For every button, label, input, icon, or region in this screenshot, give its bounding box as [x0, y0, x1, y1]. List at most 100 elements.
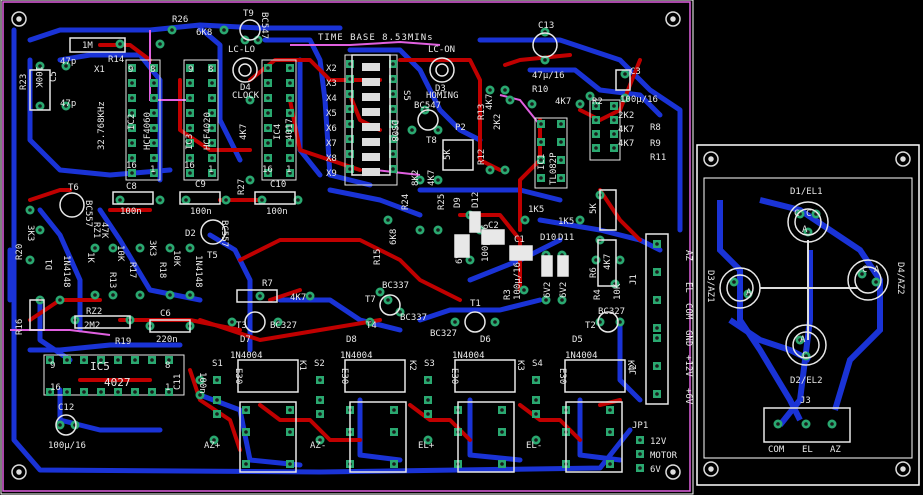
svg-text:R4: R4	[593, 289, 603, 300]
svg-text:100μ/16: 100μ/16	[481, 224, 491, 262]
pad	[219, 25, 229, 35]
pad	[150, 154, 158, 162]
svg-text:BC327: BC327	[430, 329, 457, 339]
pad	[450, 317, 460, 327]
svg-text:R12: R12	[477, 149, 487, 165]
pad	[286, 460, 294, 468]
r1m-label: 1M	[82, 41, 93, 51]
pad	[346, 105, 354, 113]
svg-text:X3: X3	[326, 79, 337, 89]
svg-text:R27: R27	[237, 179, 247, 195]
svg-text:D2/EL2: D2/EL2	[790, 376, 823, 386]
svg-text:BC557: BC557	[219, 220, 229, 247]
pad	[264, 79, 272, 87]
pad	[610, 130, 618, 138]
svg-text:3K3: 3K3	[147, 240, 157, 256]
pad	[390, 460, 398, 468]
svg-text:T7: T7	[365, 295, 376, 305]
svg-text:+6V: +6V	[683, 388, 693, 405]
pad	[55, 295, 65, 305]
svg-text:AZ+: AZ+	[204, 441, 221, 451]
svg-text:C6: C6	[160, 309, 171, 319]
pad	[653, 334, 661, 342]
pad	[264, 109, 272, 117]
pad	[128, 139, 136, 147]
svg-text:1N4004: 1N4004	[340, 351, 373, 361]
svg-text:D11: D11	[558, 233, 574, 243]
silk-labels: TIME BASE 8.53MINs R26 6K8 T9 BC547 LC-L…	[15, 9, 693, 475]
pad	[35, 225, 45, 235]
svg-text:RZ1: RZ1	[91, 222, 101, 238]
svg-text:S1: S1	[212, 359, 223, 369]
c-47p-b: 47p	[60, 99, 76, 109]
pad	[128, 79, 136, 87]
svg-text:6K8: 6K8	[389, 229, 399, 245]
pad	[185, 243, 195, 253]
svg-text:AZ: AZ	[683, 250, 693, 261]
pad	[242, 460, 250, 468]
svg-text:JP1: JP1	[632, 421, 648, 431]
pad	[128, 94, 136, 102]
svg-text:4K7: 4K7	[618, 139, 634, 149]
svg-text:R17: R17	[127, 262, 137, 278]
pad	[114, 388, 122, 396]
pad	[592, 116, 600, 124]
ic3-part: HCF4020	[203, 112, 213, 150]
svg-text:4K7: 4K7	[239, 124, 249, 140]
pad	[305, 291, 315, 301]
svg-text:BC547: BC547	[414, 101, 441, 111]
pad	[532, 376, 540, 384]
svg-text:S4: S4	[532, 359, 543, 369]
svg-text:A: A	[746, 288, 752, 298]
pad	[636, 450, 644, 458]
ic4-label: IC4	[273, 124, 283, 140]
pad	[25, 205, 35, 215]
svg-text:C: C	[802, 351, 807, 361]
svg-text:J2: J2	[629, 364, 639, 375]
dip-switch[interactable]	[362, 63, 380, 176]
svg-text:C8: C8	[126, 182, 137, 192]
pad	[620, 69, 630, 79]
pad	[181, 195, 191, 205]
svg-text:D6: D6	[480, 335, 491, 345]
svg-text:220n: 220n	[156, 335, 178, 345]
svg-text:R9: R9	[650, 139, 661, 149]
svg-text:K2: K2	[407, 360, 417, 371]
svg-text:1K5: 1K5	[558, 217, 574, 227]
svg-text:IC1: IC1	[537, 154, 547, 170]
svg-text:2M2: 2M2	[84, 321, 100, 331]
pad	[346, 165, 354, 173]
pad	[114, 356, 122, 364]
pad	[97, 388, 105, 396]
pad	[286, 428, 294, 436]
r23-label: R23	[19, 74, 29, 90]
pad	[264, 94, 272, 102]
svg-text:16: 16	[50, 383, 61, 393]
svg-text:R16: R16	[15, 319, 25, 335]
pad	[653, 324, 661, 332]
c-47p-a: 47p	[60, 57, 76, 67]
pad	[80, 356, 88, 364]
svg-text:100μ/16: 100μ/16	[48, 441, 86, 451]
pad	[316, 410, 324, 418]
pad	[500, 85, 510, 95]
svg-text:X9: X9	[326, 169, 337, 179]
pad	[606, 428, 614, 436]
pad	[108, 290, 118, 300]
c13-label: C13	[538, 21, 554, 31]
svg-text:D10: D10	[540, 233, 556, 243]
svg-text:D7: D7	[240, 335, 251, 345]
pad	[595, 317, 605, 327]
pad	[498, 428, 506, 436]
svg-text:8K2: 8K2	[411, 170, 421, 186]
svg-text:100n: 100n	[197, 372, 207, 394]
bc547-label: BC547	[259, 12, 269, 39]
pad	[346, 120, 354, 128]
pad	[490, 317, 500, 327]
svg-text:1N4148: 1N4148	[61, 255, 71, 288]
pad	[185, 290, 195, 300]
crystal-label: 32.768KHz	[97, 101, 107, 150]
svg-text:COM: COM	[768, 445, 785, 455]
pad	[208, 94, 216, 102]
